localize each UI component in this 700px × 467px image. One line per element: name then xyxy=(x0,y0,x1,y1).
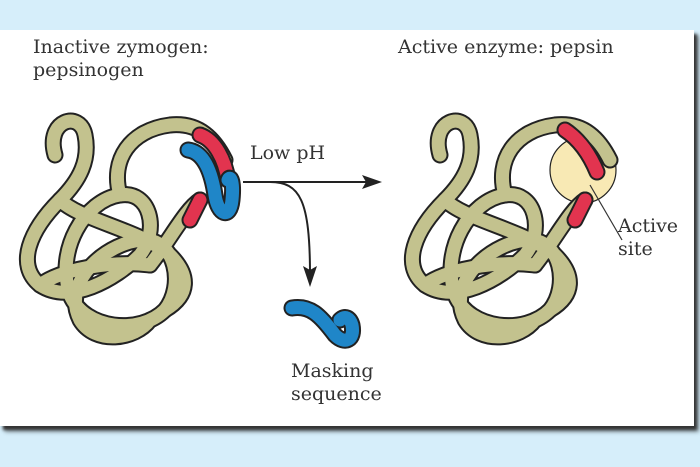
diagram-panel: Inactive zymogen: pepsinogen Active enzy… xyxy=(0,30,694,426)
zymogen-name: pepsinogen xyxy=(33,59,144,81)
masking-sequence-released xyxy=(283,299,361,349)
active-site-pointer xyxy=(589,184,623,241)
masking-label: Masking xyxy=(291,360,374,382)
enzyme-title: Active enzyme: pepsin xyxy=(398,36,614,58)
arrow-label: Low pH xyxy=(250,142,326,164)
active-site-label: Active xyxy=(618,215,679,237)
active-site-label-line2: site xyxy=(618,238,653,260)
diagram-canvas xyxy=(0,30,623,349)
reaction-arrow xyxy=(243,175,382,287)
pepsinogen-structure xyxy=(27,121,241,337)
masking-label-line2: sequence xyxy=(291,383,382,405)
pepsin-structure xyxy=(412,121,623,337)
active-site-segment xyxy=(183,193,207,227)
zymogen-title: Inactive zymogen: xyxy=(33,36,209,58)
